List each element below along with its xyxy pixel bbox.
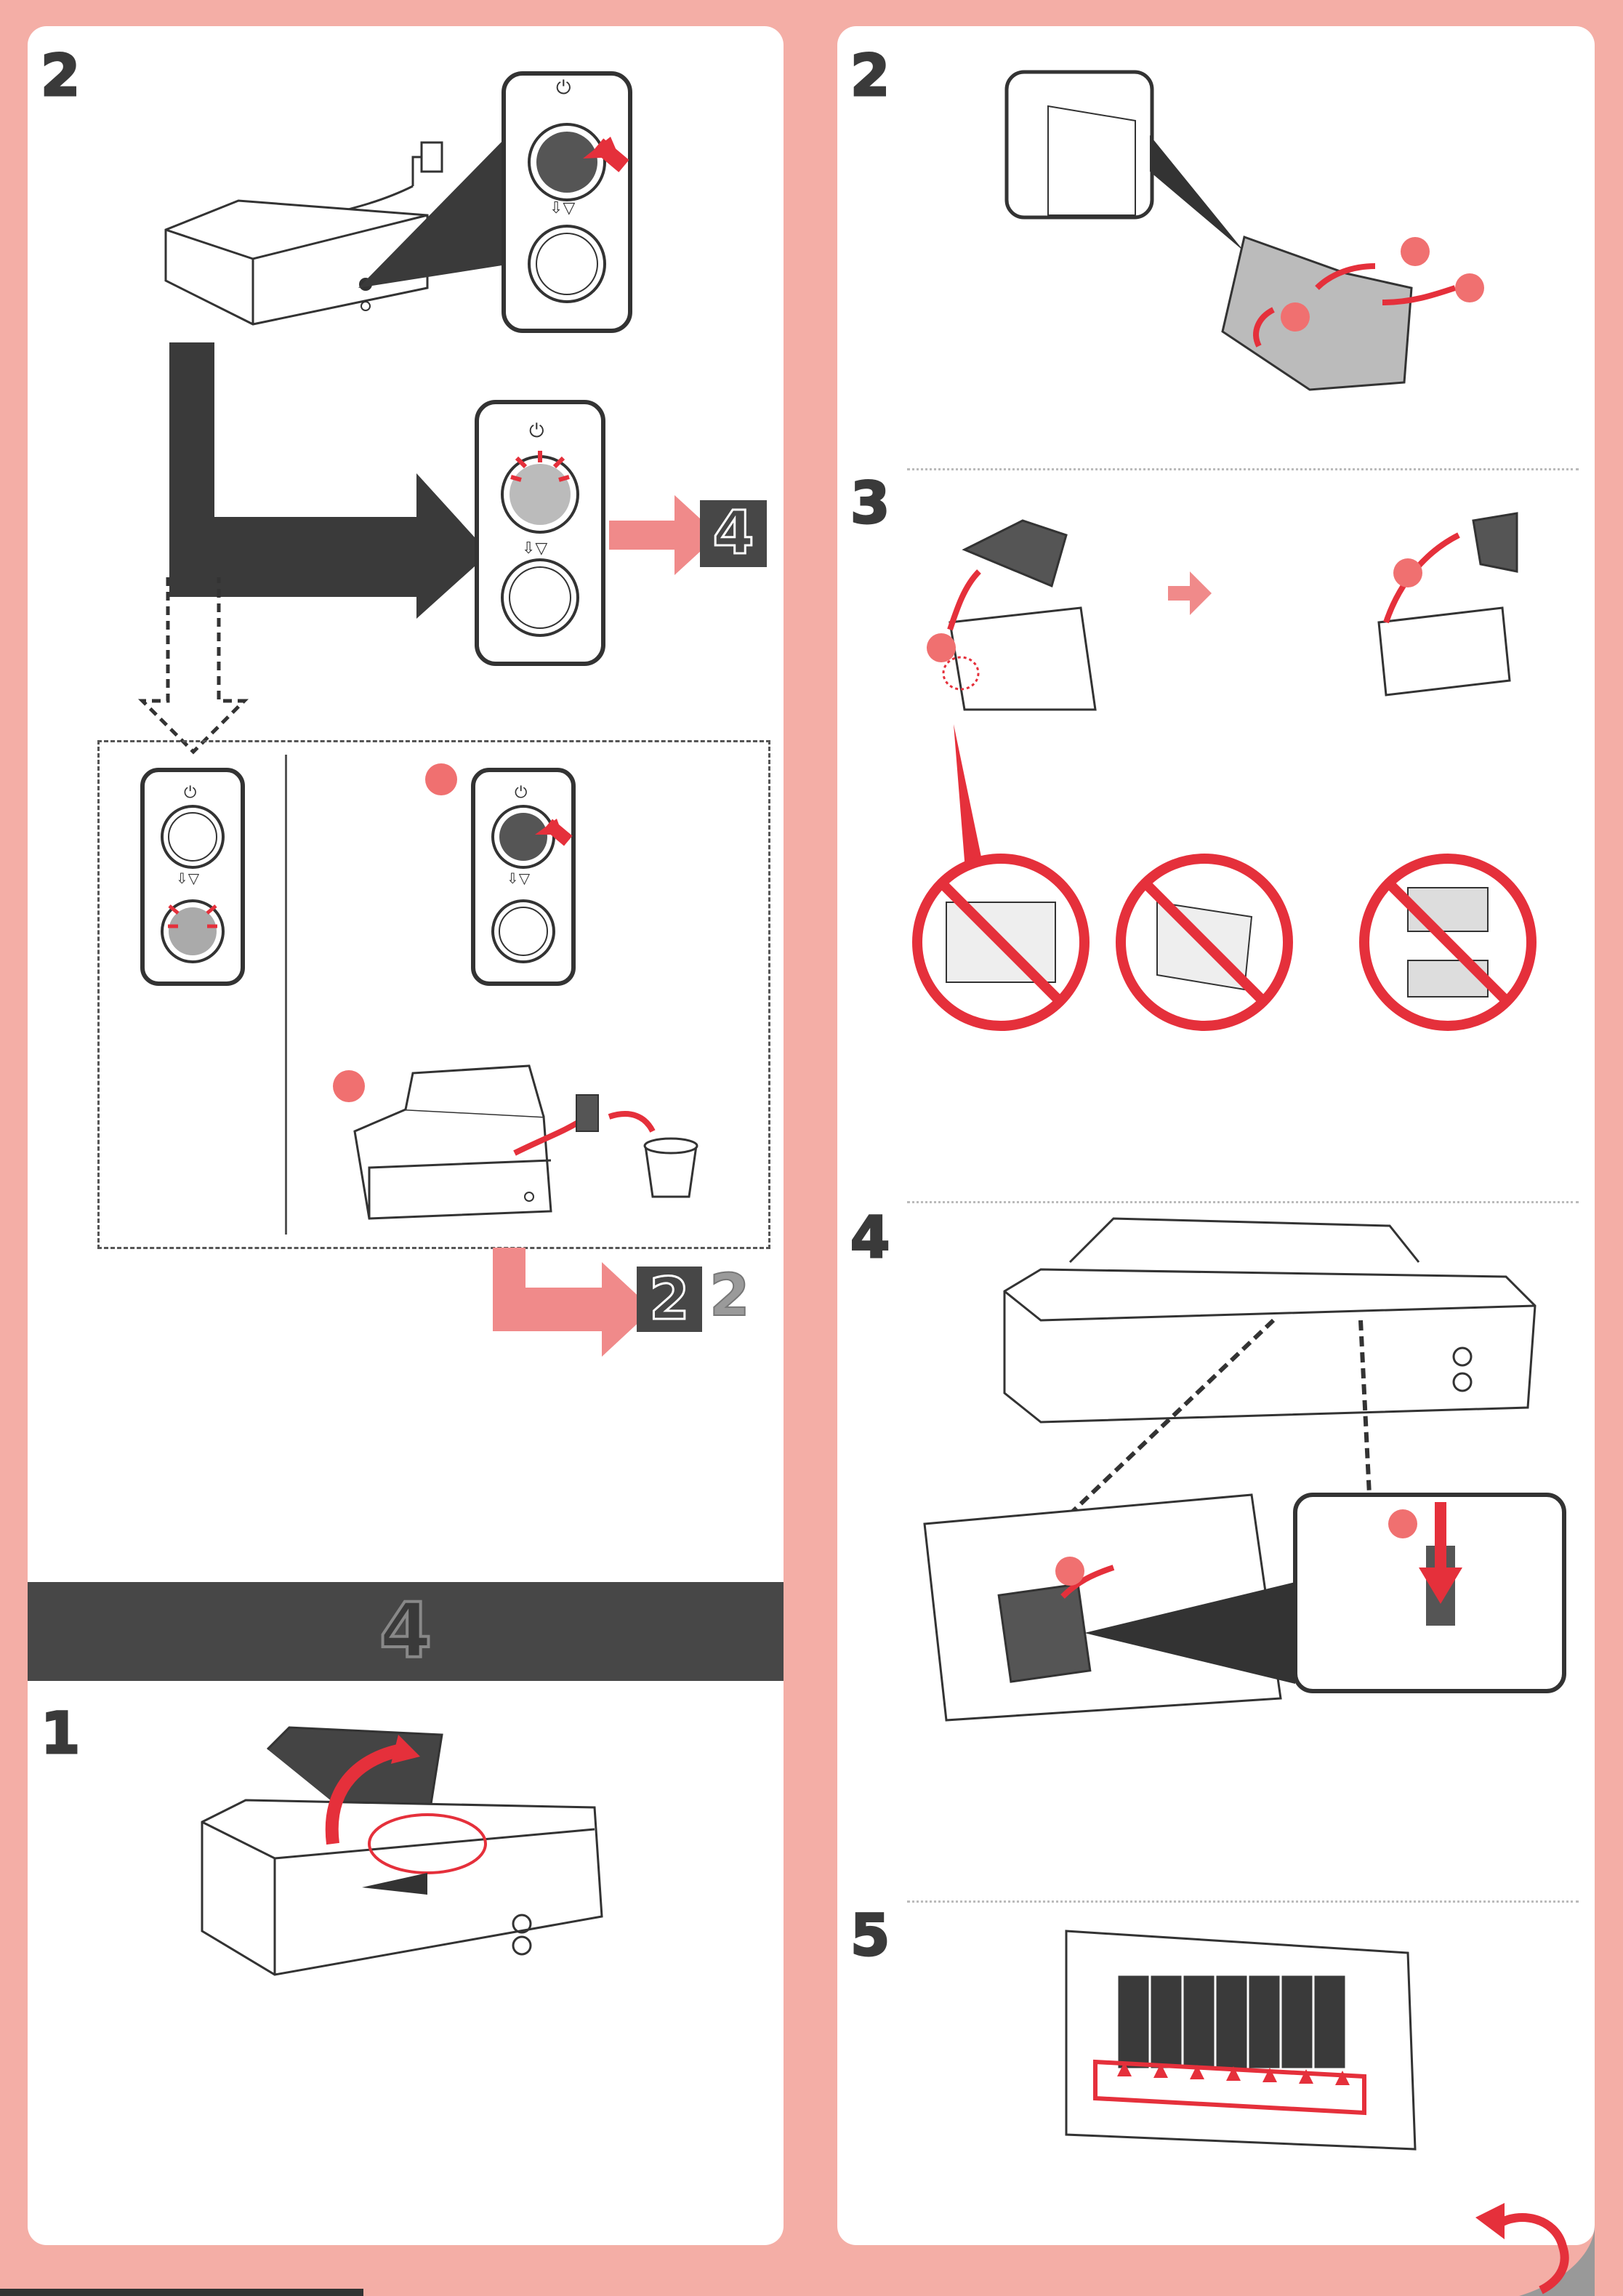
- footer-bar: [0, 2289, 363, 2296]
- step-number-2: 2: [850, 48, 890, 105]
- ink-tank-tape-removal-illustration: [1004, 70, 1513, 448]
- remove-cap-illustration: [906, 491, 1597, 753]
- page-curl-corner: [1454, 2138, 1623, 2296]
- step-number-4: 4: [850, 1210, 890, 1267]
- step-number: 2: [41, 48, 80, 105]
- resume-symbol-1: ⇩▽: [549, 199, 575, 217]
- right-panel: 2 3: [837, 26, 1595, 2245]
- divider-2: [907, 1201, 1579, 1203]
- divider-3: [907, 1900, 1579, 1903]
- section-header-bar: 4: [28, 1582, 784, 1681]
- goto-arrow-pink-2: [493, 1248, 653, 1357]
- flow-arrow-dotted: [142, 577, 244, 759]
- prohibited-sign-2: [1113, 851, 1295, 1033]
- printer-cover-open-illustration: [188, 1727, 653, 2004]
- step-number-5: 5: [850, 1908, 890, 1964]
- resume-symbol-3: ⇩▽: [176, 870, 199, 887]
- prohibited-sign-1: [910, 851, 1092, 1033]
- left-panel: 2 ⏻ ⇩▽ ⏻ ⇩▽: [28, 26, 784, 2245]
- prohibited-sign-3: [1357, 851, 1539, 1033]
- goto-badge-section-2: 2: [637, 1267, 702, 1332]
- step-number-3: 3: [850, 475, 890, 532]
- goto-badge-section-4: 4: [700, 500, 767, 567]
- step-number-1: 1: [41, 1706, 80, 1762]
- divider-1: [907, 468, 1579, 470]
- marker-dot-a: [424, 762, 459, 797]
- power-symbol-2: ⏻: [529, 420, 544, 443]
- printer-open-discard-illustration: [326, 1066, 762, 1240]
- power-symbol-1: ⏻: [556, 77, 571, 100]
- cartridges-installed-illustration: [1059, 1916, 1422, 2171]
- power-symbol-4: ⏻: [515, 784, 527, 802]
- power-symbol-3: ⏻: [184, 784, 196, 802]
- resume-symbol-2: ⇩▽: [522, 539, 547, 558]
- resume-symbol-4: ⇩▽: [507, 870, 530, 887]
- goto-badge-step-2: 2: [709, 1267, 750, 1325]
- cartridge-install-illustration: [917, 1480, 1586, 1793]
- alternate-case-divider: [285, 755, 287, 1235]
- section-header-number: 4: [28, 1589, 784, 1672]
